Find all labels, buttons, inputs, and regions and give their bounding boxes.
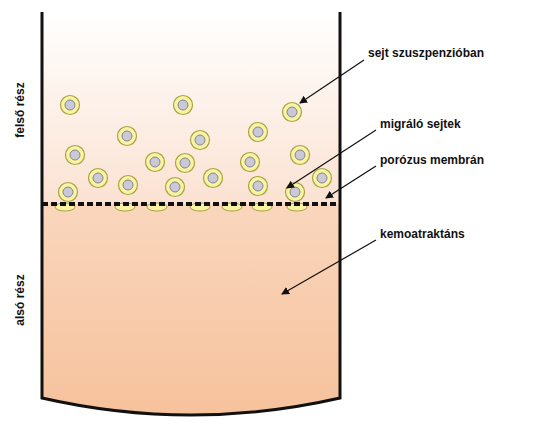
cell	[249, 123, 268, 142]
callout-label: porózus membrán	[380, 153, 484, 167]
cell	[166, 178, 185, 197]
cell-nucleus	[208, 173, 218, 183]
cell-nucleus	[317, 173, 327, 183]
cell-nucleus	[253, 181, 263, 191]
cell-nucleus	[150, 157, 160, 167]
cells	[55, 96, 332, 212]
leader-line	[282, 240, 376, 294]
cell-nucleus	[245, 157, 255, 167]
cell-nucleus	[295, 150, 305, 160]
cell	[89, 169, 108, 188]
cell-nucleus	[178, 100, 188, 110]
cell	[286, 183, 305, 202]
cell	[249, 177, 268, 196]
cell-nucleus	[170, 182, 180, 192]
cell	[174, 96, 193, 115]
cell	[66, 146, 85, 165]
cell-nucleus	[253, 127, 263, 137]
porous-membrane	[42, 202, 340, 206]
cell	[118, 127, 137, 146]
cell-nucleus	[195, 135, 205, 145]
cell-nucleus	[63, 187, 73, 197]
cell-nucleus	[180, 158, 190, 168]
cell	[59, 183, 78, 202]
cell	[146, 153, 165, 172]
lower-chamber	[42, 204, 340, 415]
callout-label: migráló sejtek	[380, 117, 461, 131]
leader-line	[326, 166, 376, 198]
callout-label: kemoatraktáns	[380, 227, 465, 241]
leader-line	[300, 60, 364, 103]
cell-nucleus	[70, 150, 80, 160]
region-label: felső rész	[13, 82, 27, 137]
cell	[191, 131, 210, 150]
leader-line	[287, 130, 376, 188]
cell	[119, 176, 138, 195]
cell	[61, 96, 80, 115]
cell-nucleus	[290, 187, 300, 197]
upper-chamber	[42, 12, 340, 204]
cell	[176, 154, 195, 173]
cell	[313, 169, 332, 188]
chamber-wall	[42, 12, 340, 415]
region-label: alsó rész	[13, 274, 27, 325]
cell	[291, 146, 310, 165]
cell	[204, 169, 223, 188]
cell	[241, 153, 260, 172]
cell	[283, 103, 302, 122]
cell-nucleus	[93, 173, 103, 183]
cell-nucleus	[122, 131, 132, 141]
callout-label: sejt szuszpenzióban	[368, 46, 484, 60]
cell-nucleus	[123, 180, 133, 190]
cell-nucleus	[65, 100, 75, 110]
cell-nucleus	[287, 107, 297, 117]
